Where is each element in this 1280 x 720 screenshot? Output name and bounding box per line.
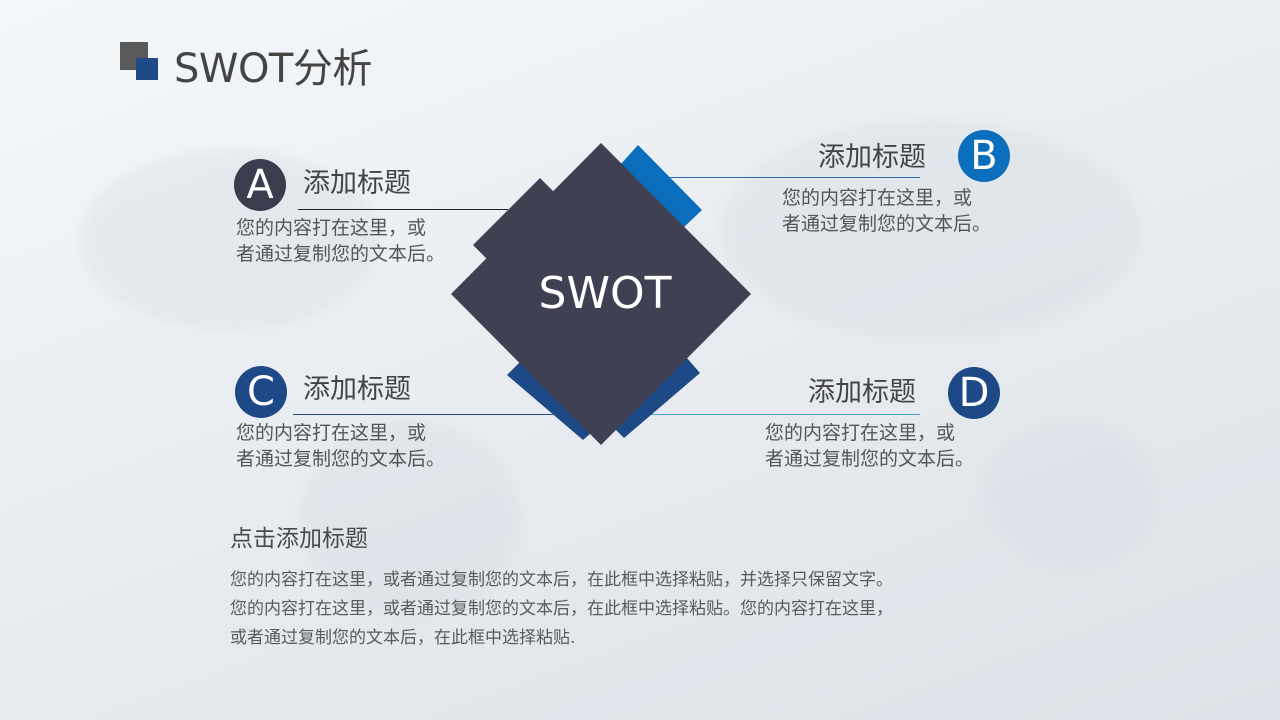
summary-title[interactable]: 点击添加标题 [230,526,368,552]
summary-line: 您的内容打在这里，或者通过复制您的文本后，在此框中选择粘贴。您的内容打在这里， [230,599,893,619]
item-a-body-line2: 者通过复制您的文本后。 [236,243,446,265]
item-c-underline [293,414,553,415]
item-b-underline [670,177,920,178]
item-b-body-line2: 者通过复制您的文本后。 [782,213,992,235]
item-a-underline [298,209,508,210]
world-map-background [80,150,380,330]
summary-line: 或者通过复制您的文本后，在此框中选择粘贴. [230,628,576,648]
item-d-body-line1: 您的内容打在这里，或 [765,422,956,444]
item-a-body-line1: 您的内容打在这里，或 [236,217,427,239]
item-c-body-line2: 者通过复制您的文本后。 [236,448,446,470]
item-c-title[interactable]: 添加标题 [303,374,411,405]
item-d-underline [650,414,920,415]
badge-a: A [234,159,286,211]
badge-b: B [958,130,1010,182]
item-d-body-line2: 者通过复制您的文本后。 [765,448,975,470]
badge-c: C [235,366,287,418]
world-map-background [720,120,1140,340]
item-c-body-line1: 您的内容打在这里，或 [236,422,427,444]
item-b-body-line1: 您的内容打在这里，或 [782,187,973,209]
badge-d: D [948,367,1000,419]
summary-line: 您的内容打在这里，或者通过复制您的文本后，在此框中选择粘贴，并选择只保留文字。 [230,570,893,590]
page-title: SWOT分析 [174,46,372,92]
swot-center-label: SWOT [538,268,672,319]
world-map-background [300,420,520,620]
main-diamond [451,143,751,445]
blue-bar [620,145,702,228]
title-square-icon [136,58,158,80]
item-d-title[interactable]: 添加标题 [808,377,916,408]
item-b-title[interactable]: 添加标题 [818,142,926,173]
item-a-title[interactable]: 添加标题 [303,168,411,199]
summary-body[interactable]: 您的内容打在这里，或者通过复制您的文本后，在此框中选择粘贴，并选择只保留文字。 … [230,566,1010,653]
world-map-background [980,420,1160,570]
